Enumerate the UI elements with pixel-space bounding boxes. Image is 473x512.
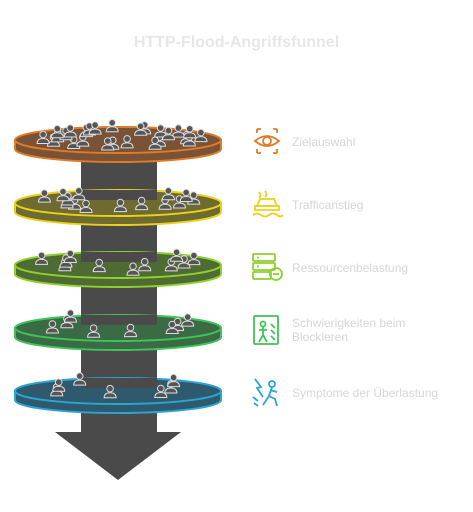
funnel-layer-2 (14, 187, 222, 226)
car-flood-icon (249, 186, 285, 222)
stage-label-5: Symptome der Überlastung (292, 386, 439, 400)
eye-target-icon (249, 123, 285, 159)
funnel-layer-3 (14, 248, 222, 288)
stage-label-1: Zielauswahl (292, 135, 356, 149)
person-barrier-icon (249, 312, 285, 348)
funnel-layer-4 (14, 309, 222, 351)
diagram-title: HTTP-Flood-Angriffsfunnel (133, 34, 340, 51)
server-minus-icon (249, 249, 285, 285)
person-icon (105, 119, 119, 133)
stage-label-2: Trafficanstieg (292, 198, 364, 212)
stage-label-4: Schwierigkeiten beim Blockieren (292, 316, 406, 344)
funnel-layer-5 (14, 372, 222, 414)
lightning-person-icon (249, 375, 285, 411)
funnel-layer-1 (14, 119, 222, 163)
funnel-arrow-head (55, 432, 181, 480)
stage-label-3: Ressourcenbelastung (292, 261, 409, 275)
